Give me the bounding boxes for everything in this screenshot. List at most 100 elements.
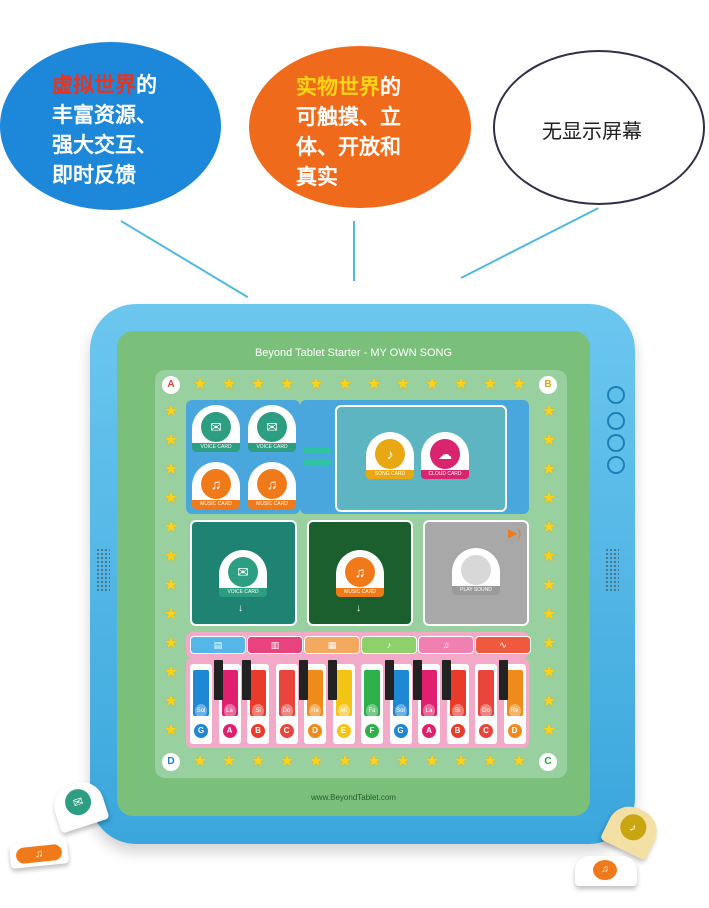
key-color-bar: Sol <box>392 670 409 718</box>
star: ★ <box>541 432 557 449</box>
star: ★ <box>308 376 324 393</box>
key-note-label: C <box>479 724 493 738</box>
loose-music-card-right[interactable]: ♫ <box>575 856 637 886</box>
star: ★ <box>250 376 266 393</box>
chat-icon: ✉ <box>61 785 95 819</box>
marimba-icon[interactable]: ▦ <box>304 636 360 654</box>
piano-black-key[interactable] <box>413 660 422 700</box>
voice-card-1[interactable]: ✉ VOICE CARD <box>192 405 240 452</box>
star: ★ <box>366 753 382 770</box>
star: ★ <box>337 753 353 770</box>
no-screen-text: 无显示屏幕 <box>542 119 642 143</box>
side-button-3[interactable] <box>607 434 625 452</box>
side-button-4[interactable] <box>607 456 625 474</box>
star: ★ <box>163 461 179 478</box>
star: ★ <box>221 753 237 770</box>
star: ★ <box>163 606 179 623</box>
key-solfege-label: Fa <box>366 704 378 718</box>
corner-marker-b: B <box>539 376 557 394</box>
star: ★ <box>163 548 179 565</box>
key-solfege-label: Re <box>508 704 521 718</box>
key-color-bar: Do <box>478 670 494 718</box>
piano-black-key[interactable] <box>384 660 394 700</box>
star: ★ <box>192 753 208 770</box>
music-card-1[interactable]: ♫ MUSIC CARD <box>192 462 240 509</box>
star: ★ <box>163 519 179 536</box>
key-solfege-label: Do <box>480 704 492 718</box>
no-screen-bubble <box>493 50 705 205</box>
download-icon: ↓ <box>238 603 243 614</box>
corner-marker-d: D <box>162 753 180 771</box>
piano-black-key[interactable] <box>441 660 451 700</box>
star: ★ <box>541 664 557 681</box>
star: ★ <box>163 693 179 710</box>
key-color-bar: Sol <box>193 670 209 718</box>
key-note-label: E <box>336 724 351 738</box>
waveform-icon[interactable]: ∿ <box>475 636 531 654</box>
side-button-1[interactable] <box>607 386 625 404</box>
key-note-label: C <box>279 724 294 738</box>
key-color-bar: Si <box>250 670 266 718</box>
music-note-icon: ♫ <box>345 557 375 587</box>
side-button-2[interactable] <box>607 412 625 430</box>
star: ★ <box>250 753 266 770</box>
piano-black-key[interactable] <box>242 660 251 700</box>
star: ★ <box>163 722 179 739</box>
music-slot-card: ♫ MUSIC CARD <box>336 550 384 597</box>
star: ★ <box>453 753 469 770</box>
piano-black-key[interactable] <box>299 660 308 700</box>
star: ★ <box>221 376 237 393</box>
music-note-icon: ♫ <box>593 860 617 880</box>
key-color-bar: Re <box>506 670 523 718</box>
corner-marker-a: A <box>162 376 180 394</box>
voice-card-2[interactable]: ✉ VOICE CARD <box>248 405 296 452</box>
physical-world-bubble <box>249 46 471 208</box>
voice-slot-panel[interactable] <box>190 520 297 626</box>
speaker-icon: ▶) <box>508 526 522 540</box>
star: ★ <box>541 519 557 536</box>
star: ★ <box>163 490 179 507</box>
star: ★ <box>511 753 527 770</box>
pointer-line-right <box>460 207 599 279</box>
cloud-card[interactable]: ☁ CLOUD CARD <box>421 432 469 479</box>
play-sound-card: PLAY SOUND <box>452 548 500 595</box>
key-note-label: G <box>194 724 208 738</box>
xylophone-icon[interactable]: ▤ <box>190 636 246 654</box>
board-title: Beyond Tablet Starter - MY OWN SONG <box>254 347 453 359</box>
voice-slot-card: ✉ VOICE CARD <box>219 550 267 597</box>
star: ★ <box>395 376 411 393</box>
loose-music-card-left[interactable]: ♫ <box>8 839 70 869</box>
key-solfege-label: Do <box>280 704 293 718</box>
piano-black-key[interactable] <box>327 660 337 700</box>
key-note-label: G <box>393 724 408 738</box>
violin-icon[interactable]: ♪ <box>361 636 417 654</box>
star: ★ <box>192 376 208 393</box>
music-note-icon: ♫ <box>257 469 287 499</box>
board-url: www.BeyondTablet.com <box>311 793 396 802</box>
music-card-2[interactable]: ♫ MUSIC CARD <box>248 462 296 509</box>
key-color-bar: Fa <box>364 670 380 718</box>
accordion-icon[interactable]: ▥ <box>247 636 303 654</box>
star: ★ <box>163 664 179 681</box>
key-note-label: F <box>365 724 379 738</box>
key-color-bar: Si <box>449 670 466 718</box>
saxophone-icon[interactable]: ♫ <box>418 636 474 654</box>
piano-black-key[interactable] <box>498 660 508 700</box>
piano-black-key[interactable] <box>213 660 223 700</box>
star: ★ <box>163 403 179 420</box>
song-card[interactable]: ♪ SONG CARD <box>366 432 414 479</box>
chat-icon: ✉ <box>228 557 258 587</box>
key-color-bar: Mi <box>335 670 352 718</box>
